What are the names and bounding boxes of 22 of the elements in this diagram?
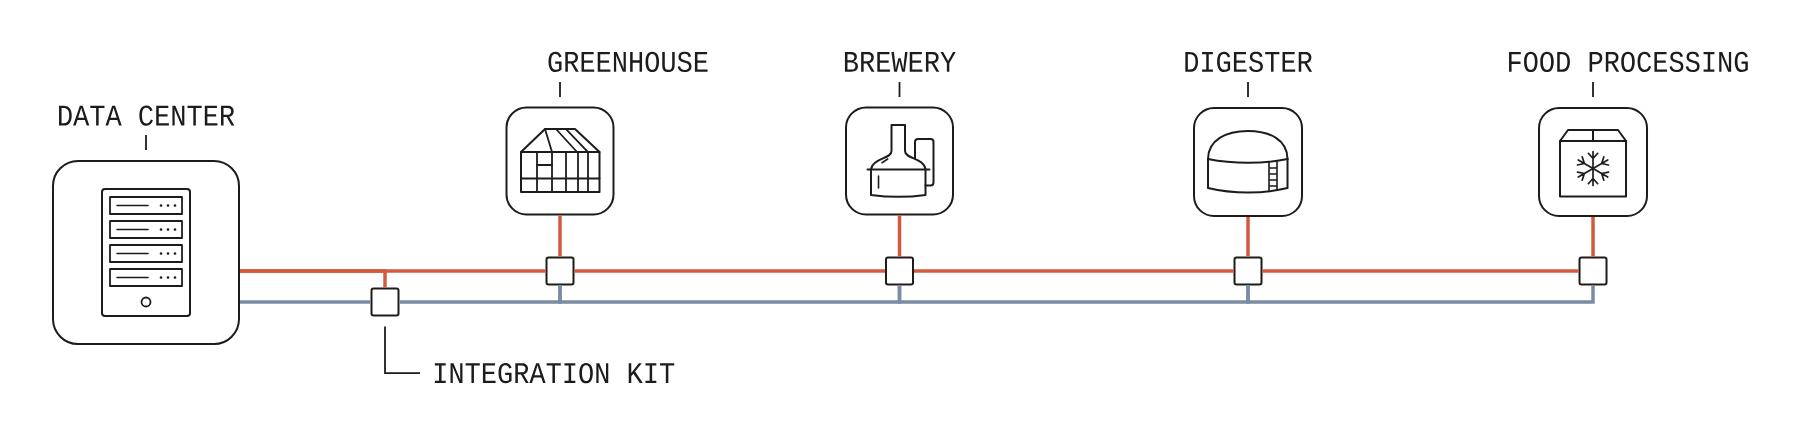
pipe [1246, 285, 1595, 304]
pipe [1262, 269, 1579, 273]
heading: GREENHOUSE [548, 51, 708, 73]
callout-text: INTEGRATION KIT [434, 362, 675, 384]
junction-box [885, 256, 914, 286]
junction-box [370, 287, 400, 317]
junction-box [1578, 256, 1608, 286]
heading: FOOD PROCESSING [1509, 51, 1748, 73]
heading: DATA CENTER [59, 105, 235, 126]
pipe [914, 269, 1234, 273]
junction-box [1233, 256, 1263, 286]
pipe [897, 215, 902, 257]
junction-box [545, 256, 575, 286]
pipe [240, 300, 371, 304]
pipe [240, 269, 387, 288]
pipe [1246, 217, 1250, 257]
heading: BREWERY [844, 52, 956, 72]
leader-line [384, 325, 421, 374]
heading: DIGESTER [1185, 51, 1313, 73]
pipe [574, 269, 885, 273]
pipe [1591, 217, 1595, 257]
pipe [558, 215, 562, 257]
